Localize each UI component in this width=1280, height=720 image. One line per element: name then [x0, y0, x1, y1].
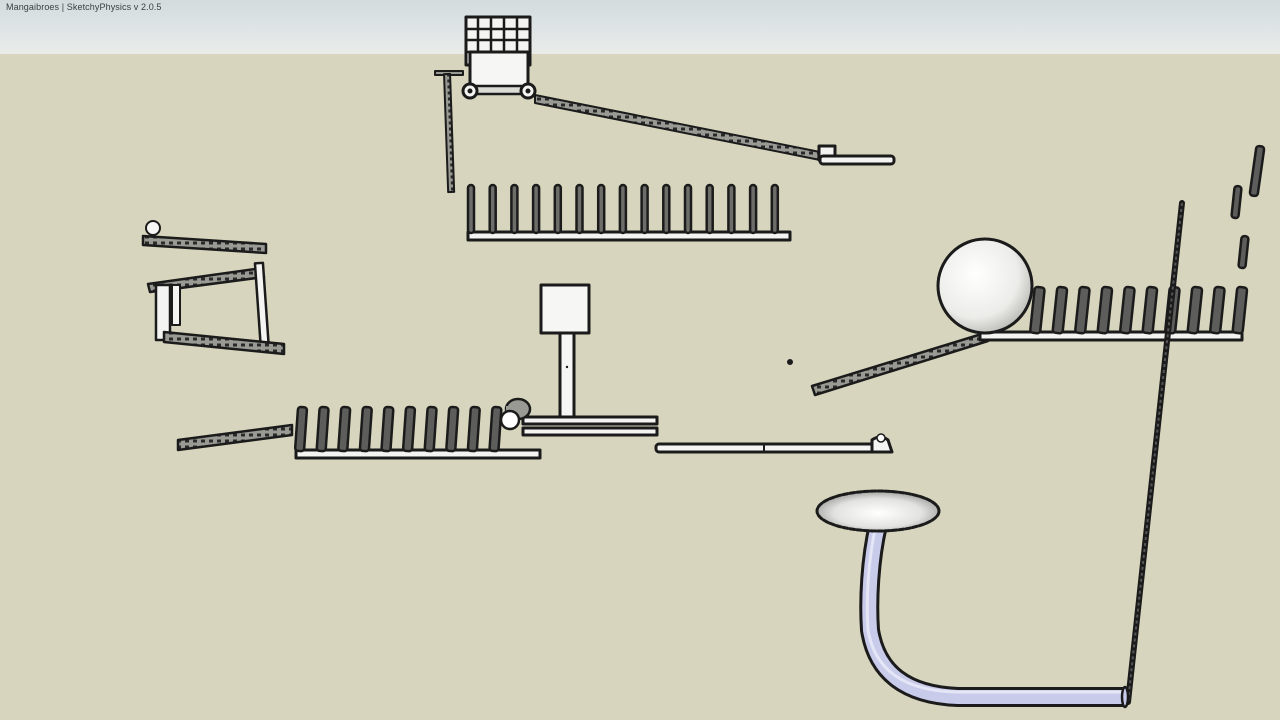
domino[interactable] — [488, 183, 497, 235]
window-title: Mangaibroes | SketchyPhysics v 2.0.5 — [6, 2, 162, 12]
right-ramp[interactable] — [810, 331, 990, 397]
domino[interactable] — [1209, 285, 1226, 335]
falling-pieces[interactable] — [1230, 144, 1266, 270]
tall-pole[interactable] — [1125, 200, 1185, 705]
domino-row-lower-left[interactable] — [293, 405, 542, 460]
funnel-tube[interactable] — [815, 489, 1130, 709]
top-right-ledge[interactable] — [817, 144, 896, 166]
domino[interactable] — [662, 183, 671, 235]
domino[interactable] — [596, 183, 606, 235]
domino[interactable] — [1231, 285, 1249, 335]
chain-ramp-top[interactable] — [534, 94, 826, 162]
left-frame-lever[interactable] — [146, 261, 286, 356]
domino[interactable] — [1119, 285, 1136, 335]
domino[interactable] — [445, 405, 460, 453]
domino[interactable] — [1029, 285, 1046, 335]
domino-row-top[interactable] — [466, 183, 792, 242]
plunger-rails[interactable] — [521, 415, 659, 437]
roller-cylinder[interactable] — [499, 397, 532, 431]
long-rail-with-cap[interactable] — [654, 433, 894, 454]
cart-with-grid-basket[interactable] — [461, 15, 537, 100]
big-ball[interactable] — [936, 237, 1034, 335]
lower-left-chain-ramp[interactable] — [176, 423, 294, 452]
plunger-box[interactable] — [539, 283, 591, 419]
domino[interactable] — [1074, 285, 1091, 335]
domino[interactable] — [401, 405, 417, 453]
domino[interactable] — [618, 183, 628, 235]
domino[interactable] — [1096, 285, 1114, 335]
domino[interactable] — [640, 183, 649, 235]
domino[interactable] — [575, 183, 584, 235]
t-post[interactable] — [434, 70, 464, 194]
domino[interactable] — [705, 183, 714, 235]
sky-background — [0, 0, 1280, 54]
domino-row-right[interactable] — [978, 285, 1249, 342]
domino[interactable] — [748, 183, 758, 235]
domino[interactable] — [553, 183, 563, 235]
domino[interactable] — [423, 405, 438, 453]
cursor-marker — [787, 359, 793, 365]
domino[interactable] — [315, 405, 330, 453]
domino[interactable] — [531, 183, 541, 235]
domino[interactable] — [466, 183, 476, 235]
domino[interactable] — [488, 405, 503, 453]
domino[interactable] — [727, 183, 736, 235]
domino[interactable] — [293, 405, 309, 453]
domino[interactable] — [466, 405, 481, 453]
domino[interactable] — [337, 405, 352, 453]
domino[interactable] — [510, 183, 519, 235]
domino[interactable] — [770, 183, 780, 235]
domino[interactable] — [1051, 285, 1069, 335]
ground-plane — [0, 54, 1280, 720]
domino[interactable] — [683, 183, 693, 235]
domino[interactable] — [1141, 285, 1159, 335]
domino[interactable] — [380, 405, 395, 453]
left-ramp-assembly[interactable] — [141, 220, 268, 255]
domino[interactable] — [358, 405, 373, 453]
domino[interactable] — [1186, 285, 1204, 335]
